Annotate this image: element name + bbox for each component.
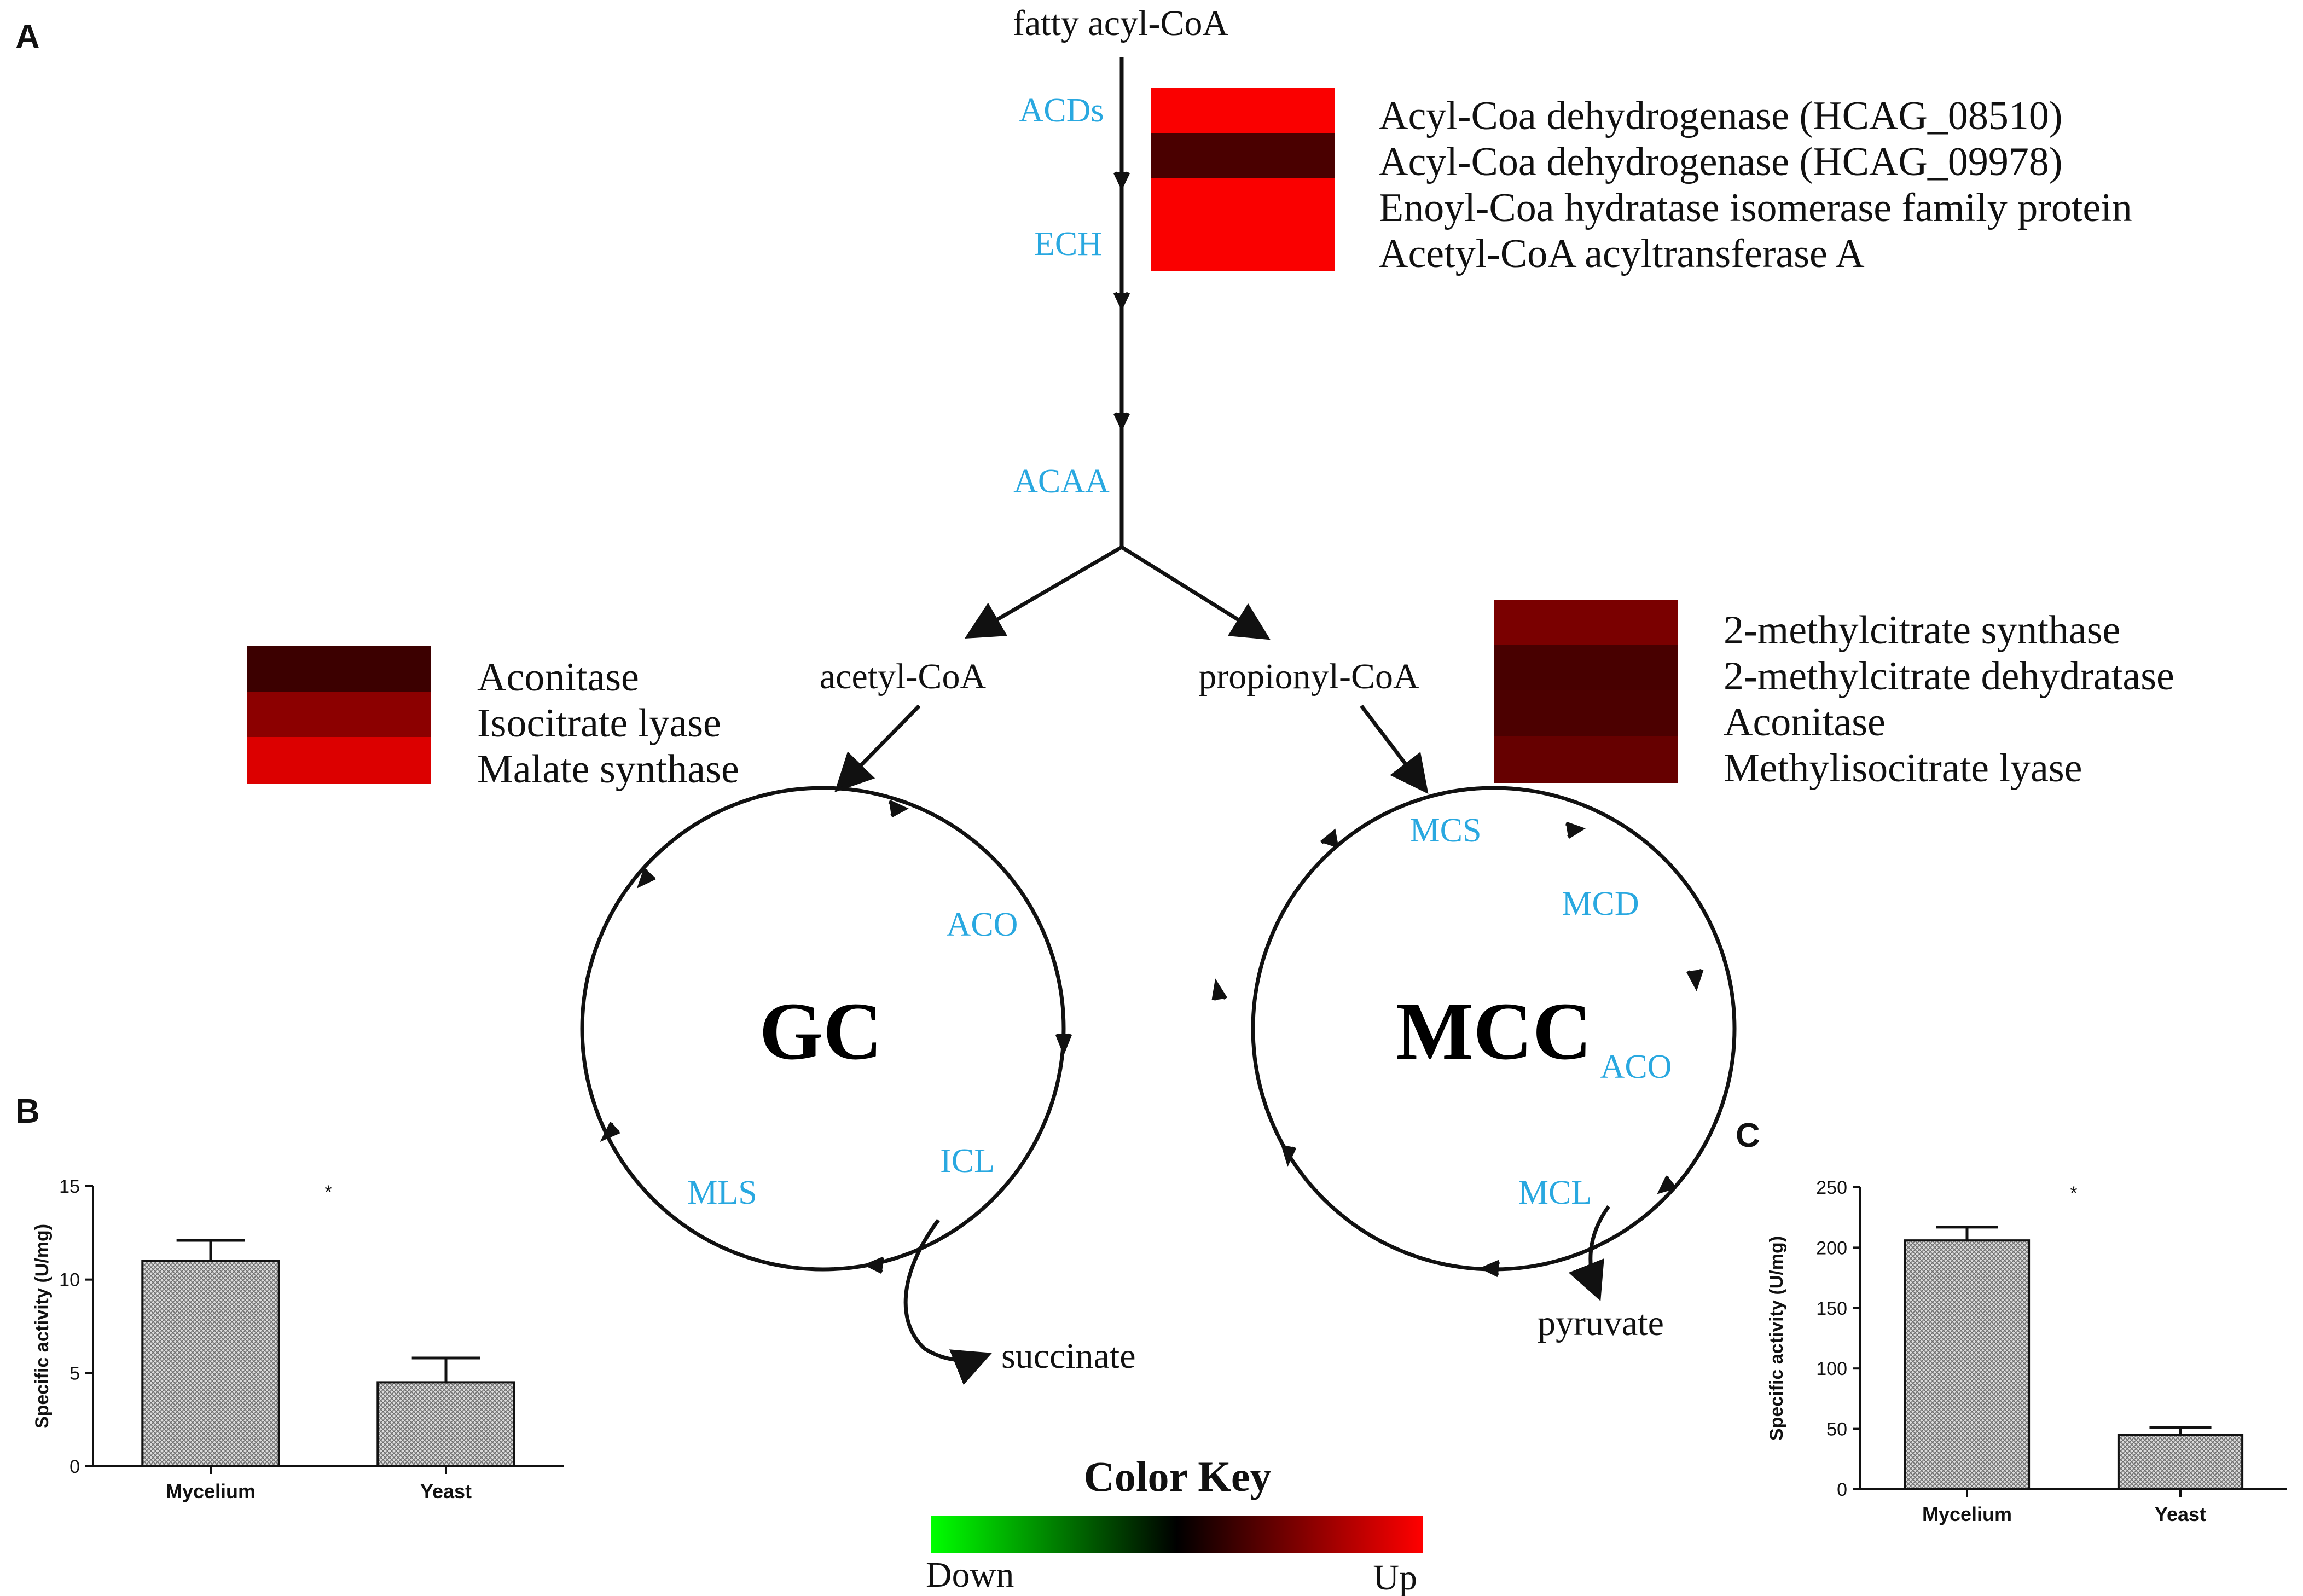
beta-oxidation-arrow [964,57,1271,640]
y-tick-label: 15 [59,1176,80,1197]
bar-mycelium [1904,1239,2031,1491]
heatmap-cell-mcl [1494,736,1678,783]
color-key-gradient [931,1516,1423,1553]
color-key-low-label: Down [926,1555,1014,1595]
metabolite-fatty-acyl-coa: fatty acyl-CoA [1013,3,1228,43]
x-tick-label-yeast: Yeast [420,1480,472,1502]
enzyme-gc-mls: MLS [687,1174,757,1211]
metabolite-acetyl-coa: acetyl-CoA [820,657,987,697]
gene-label-acd-08510: Acyl-Coa dehydrogenase (HCAG_08510) [1379,94,2062,138]
y-tick-label: 100 [1816,1359,1847,1379]
y-tick-label: 250 [1816,1177,1847,1198]
enzyme-gc-icl: ICL [940,1142,995,1180]
heatmap-cell-acd-08510 [1151,88,1335,133]
cycle-label-gc: GC [759,986,883,1077]
gene-label-ech: Enoyl-Coa hydratase isomerase family pro… [1379,185,2132,230]
heatmap-cell-acd-09978 [1151,133,1335,178]
x-tick-label-mycelium: Mycelium [1922,1503,2012,1525]
heatmap-beta-oxidation [1151,88,1335,271]
y-tick-label: 50 [1826,1419,1847,1440]
enzyme-mcc-mcd: MCD [1562,885,1639,922]
gene-label-isocitrate-lyase: Isocitrate lyase [477,701,721,746]
y-axis-label: Specific activity (U/mg) [1766,1236,1787,1441]
bar-mycelium [141,1260,280,1468]
gene-label-mcs: 2-methylcitrate synthase [1724,608,2120,653]
x-tick-label-yeast: Yeast [2155,1503,2206,1525]
cycle-label-mcc: MCC [1396,986,1592,1077]
panel-label-b: B [15,1093,40,1130]
heatmap-cell-aco [1494,690,1678,736]
metabolite-propionyl-coa: propionyl-CoA [1198,657,1419,697]
significance-marker: * [2070,1183,2077,1204]
metabolite-pyruvate: pyruvate [1538,1303,1664,1343]
color-key-title: Color Key [1083,1453,1271,1500]
enzyme-mcc-aco: ACO [1600,1048,1672,1086]
mcc-cycle [1211,786,1737,1302]
gene-label-mcl: Methylisocitrate lyase [1724,746,2082,791]
gene-label-aco-mcc: Aconitase [1724,700,1886,745]
gene-label-acd-09978: Acyl-Coa dehydrogenase (HCAG_09978) [1379,140,2062,184]
y-tick-label: 0 [1837,1479,1847,1500]
heatmap-glyoxylate [247,646,431,784]
gene-label-aconitase: Aconitase [477,655,639,700]
y-axis-label: Specific activity (U/mg) [32,1224,53,1429]
heatmap-cell-ech [1151,178,1335,224]
heatmap-cell-malate-synthase [247,737,431,784]
y-tick-label: 10 [59,1270,80,1291]
enzyme-mcc-mcl: MCL [1518,1174,1592,1211]
gene-label-mcd: 2-methylcitrate dehydratase [1724,654,2174,699]
panel-label-a: A [15,18,40,56]
heatmap-methylcitrate [1494,600,1678,783]
gc-cycle [580,786,1072,1385]
enzyme-acds: ACDs [1019,92,1104,129]
gene-label-malate-synthase: Malate synthase [477,747,739,792]
heatmap-cell-aconitase [247,646,431,692]
color-key-high-label: Up [1373,1558,1417,1596]
enzyme-gc-aco: ACO [947,906,1018,943]
enzyme-mcc-mcs: MCS [1410,812,1482,849]
bar-yeast [376,1381,515,1467]
branch-arrows [834,704,1429,794]
y-tick-label: 150 [1816,1298,1847,1319]
enzyme-ech: ECH [1034,225,1102,263]
metabolite-succinate: succinate [1001,1336,1136,1376]
gene-label-acaa: Acetyl-CoA acyltransferase A [1379,231,1865,276]
heatmap-cell-isocitrate-lyase [247,692,431,737]
heatmap-cell-mcd [1494,645,1678,690]
bar-yeast [2117,1434,2244,1490]
y-tick-label: 200 [1816,1238,1847,1258]
heatmap-cell-acaa [1151,224,1335,271]
y-tick-label: 0 [69,1456,80,1477]
significance-marker: * [324,1182,332,1203]
x-tick-label-mycelium: Mycelium [166,1480,256,1502]
y-tick-label: 5 [69,1363,80,1384]
heatmap-cell-mcs [1494,600,1678,645]
panel-label-c: C [1736,1117,1760,1154]
enzyme-acaa: ACAA [1013,463,1110,500]
